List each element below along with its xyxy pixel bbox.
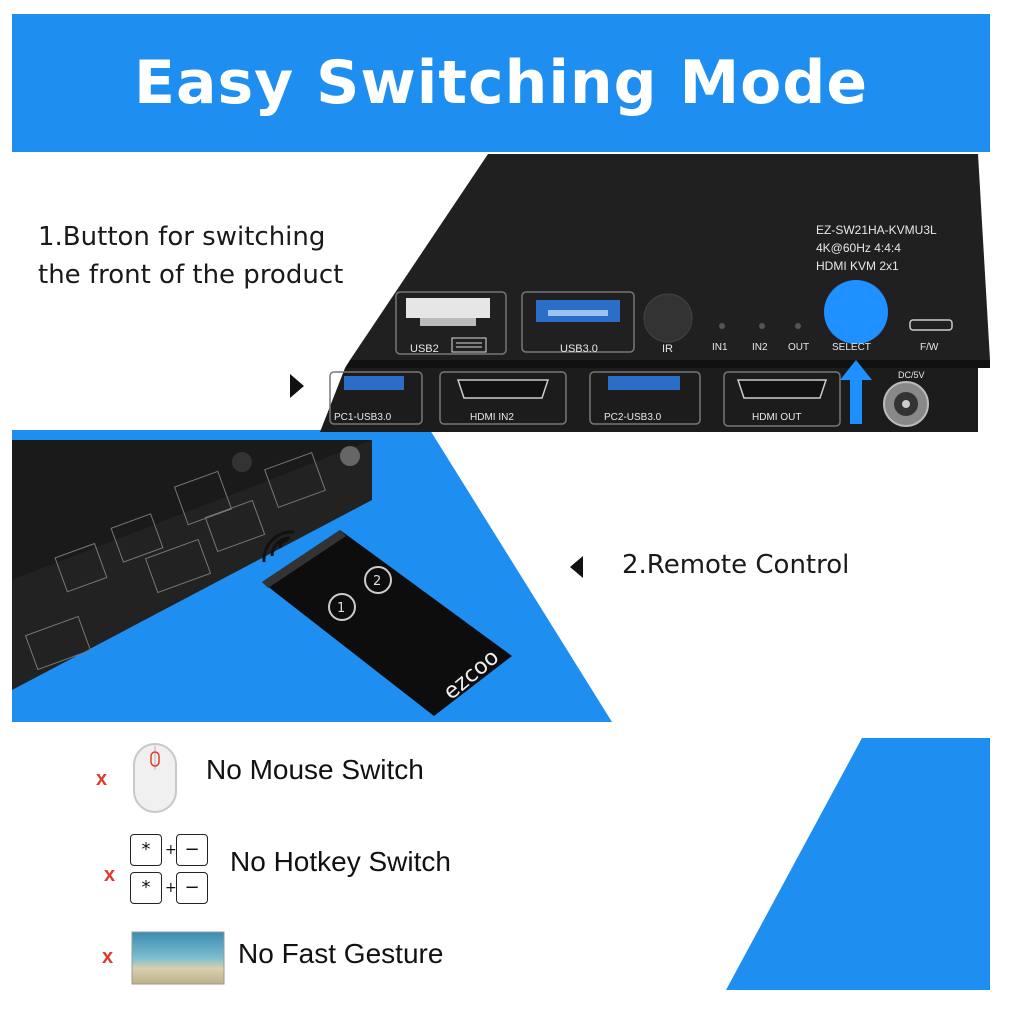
- hotkey-plus-2: +: [165, 880, 177, 896]
- led-in1: [719, 323, 725, 329]
- hotkey-key-star-2: *: [130, 872, 162, 904]
- pc2-usb-port[interactable]: [589, 371, 701, 425]
- in2-label: IN2: [752, 342, 768, 353]
- usb3-front-port[interactable]: [521, 291, 635, 353]
- usb2-label: USB2: [410, 343, 439, 355]
- out-label: OUT: [788, 342, 809, 353]
- hotkey-key-star-1: *: [130, 834, 162, 866]
- hdmi-in2-label: HDMI IN2: [470, 412, 514, 423]
- dc-power-jack[interactable]: [883, 381, 929, 427]
- led-in2: [759, 323, 765, 329]
- ir-sensor: [643, 293, 693, 343]
- in1-label: IN1: [712, 342, 728, 353]
- hdmi-out-label: HDMI OUT: [752, 412, 801, 423]
- pc1-usb-port[interactable]: [329, 371, 423, 425]
- pc1-label: PC1-USB3.0: [334, 412, 392, 423]
- pointer-arrow-icon: [290, 374, 304, 398]
- hotkey-plus-1: +: [165, 842, 177, 858]
- led-out: [795, 323, 801, 329]
- page-title: Easy Switching Mode: [133, 48, 869, 118]
- remote-button-1-label: 1: [337, 601, 345, 616]
- blue-corner-shape: [726, 738, 990, 990]
- model-line-3: HDMI KVM 2x1: [816, 259, 899, 273]
- feature-2-mark: x: [104, 864, 116, 886]
- wireless-signal-icon: [262, 530, 295, 563]
- gesture-icon: [131, 931, 225, 985]
- usb3-label: USB3.0: [560, 343, 598, 355]
- feature-1-label: No Mouse Switch: [206, 754, 424, 785]
- caption-button-line1: 1.Button for switching: [38, 222, 326, 252]
- model-line-2: 4K@60Hz 4:4:4: [816, 241, 901, 255]
- title-banner: Easy Switching Mode: [12, 14, 990, 152]
- hotkey-icon: * + − * + −: [128, 832, 210, 906]
- hdmi-out-port[interactable]: [723, 371, 841, 427]
- dc-label: DC/5V: [898, 370, 925, 380]
- mouse-icon: [133, 743, 177, 813]
- feature-1-mark: x: [96, 768, 108, 790]
- remote-button-2[interactable]: [364, 566, 392, 594]
- select-label: SELECT: [832, 342, 871, 353]
- device-seam: [345, 360, 990, 368]
- remote-control[interactable]: [262, 530, 512, 716]
- usb2-port[interactable]: [395, 291, 507, 355]
- keyboard-icon: [451, 337, 487, 353]
- model-line-1: EZ-SW21HA-KVMU3L: [816, 223, 937, 237]
- angled-device-front: [12, 440, 372, 690]
- ir-label: IR: [662, 343, 673, 355]
- feature-2-label: No Hotkey Switch: [230, 846, 451, 877]
- feature-3-mark: x: [102, 946, 114, 968]
- arrow-up-icon: [840, 360, 872, 424]
- hotkey-key-minus-2: −: [176, 872, 208, 904]
- remote-button-1[interactable]: [328, 593, 356, 621]
- hdmi-in2-port[interactable]: [439, 371, 567, 425]
- angled-device-ports: [24, 446, 360, 671]
- caption-button-line2: the front of the product: [38, 260, 344, 290]
- feature-3-label: No Fast Gesture: [238, 938, 444, 969]
- caption-remote: 2.Remote Control: [622, 550, 850, 580]
- remote-button-2-label: 2: [373, 574, 381, 589]
- hotkey-key-minus-1: −: [176, 834, 208, 866]
- pc2-label: PC2-USB3.0: [604, 412, 662, 423]
- pointer-arrow-left-icon: [570, 556, 583, 578]
- fw-label: F/W: [920, 342, 939, 353]
- fw-port[interactable]: [909, 319, 953, 331]
- select-button[interactable]: [824, 280, 888, 344]
